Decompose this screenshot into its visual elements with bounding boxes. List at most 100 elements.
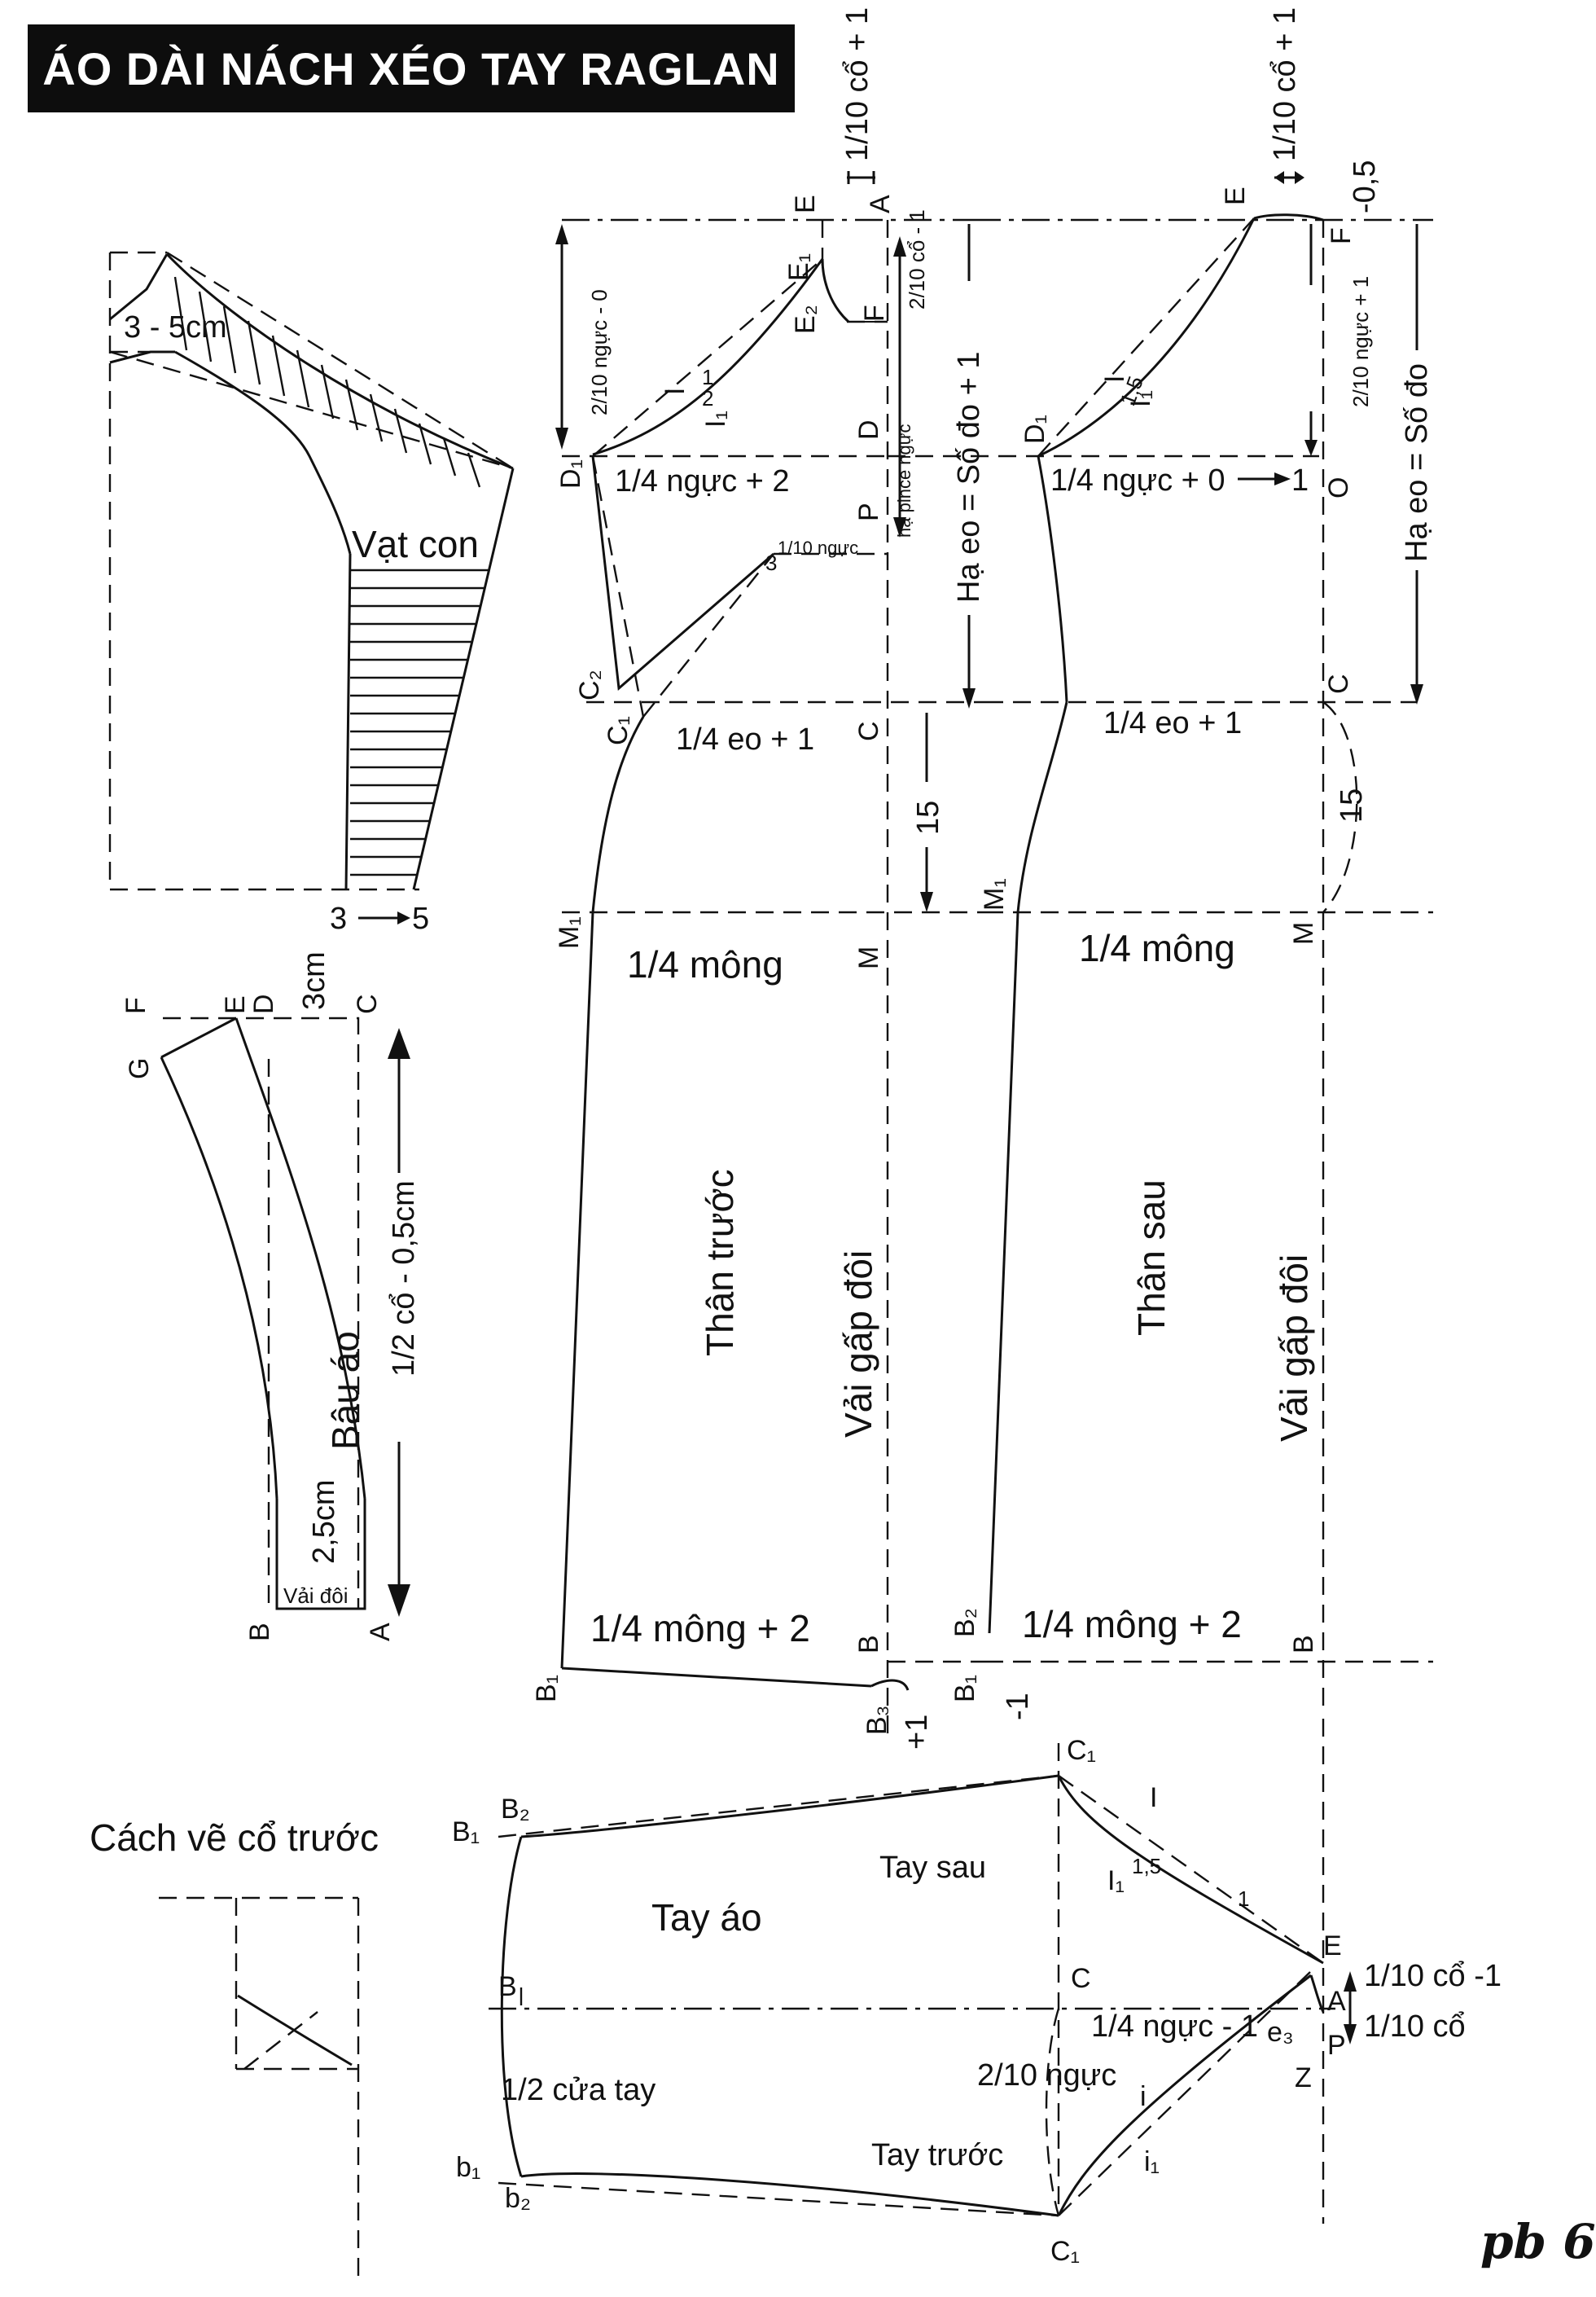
front-point-b3: B₃ (862, 1705, 892, 1735)
sleeve-chest2-note: 2/10 ngực (977, 2058, 1116, 2093)
back-hem: 1/4 mông + 2 (1022, 1603, 1242, 1645)
collar-point-d: D (248, 994, 279, 1014)
back-neck-width: 1/10 cổ + 1 (1268, 7, 1302, 161)
back-chest: 1/4 ngực + 0 (1050, 463, 1226, 498)
back-point-d1: D₁ (1019, 415, 1050, 444)
back-point-m: M (1288, 922, 1319, 945)
front-body-piece: 1/10 cổ + 1 2/10 cổ - 1 2/10 ngực - 0 1/… (531, 7, 986, 1750)
collar-length-note: 1/2 cổ - 0,5cm (387, 1180, 421, 1377)
neck-guide: Cách vẽ cổ trước (90, 1816, 379, 2281)
vat-con-width-note: 3 - 5cm (124, 310, 227, 345)
front-waist-depth: Hạ eo = Số đo + 1 (952, 352, 986, 603)
front-point-e1: E₁ (783, 253, 814, 281)
back-body-piece: 1/10 cổ + 1 -0,5 2/10 ngực + 1 Hạ eo = S… (888, 7, 1434, 1720)
collar-width-note: 2,5cm (307, 1480, 341, 1564)
back-point-b1: B₁ (949, 1675, 980, 1702)
vat-con-bottom-to: 5 (412, 902, 429, 936)
sleeve-neck-a: 1/10 cổ -1 (1364, 1959, 1502, 1993)
hatch-line (442, 437, 457, 477)
collar-point-c: C (352, 994, 383, 1014)
collar-point-e: E (220, 995, 251, 1014)
front-point-d1: D₁ (555, 459, 586, 489)
back-point-f: F (1326, 227, 1357, 244)
front-point-b: B (853, 1635, 884, 1654)
hatch-line (467, 452, 481, 488)
collar-point-a: A (365, 1623, 396, 1641)
hatch-line (198, 291, 213, 362)
sleeve-back-label: Tay sau (879, 1851, 986, 1885)
front-neck-depth: 2/10 cổ - 1 (905, 209, 929, 310)
collar-top-note: 3cm (297, 951, 331, 1010)
front-point-f: F (859, 305, 890, 322)
front-dart-width: 1/10 ngực (778, 538, 858, 558)
sleeve-point-e3: e₃ (1267, 2017, 1294, 2048)
front-point-i1: I₁ (700, 411, 731, 428)
back-waist-depth: Hạ eo = Số đo (1400, 363, 1434, 562)
front-point-c2: C₂ (574, 670, 605, 701)
hatch-line (418, 423, 432, 465)
sleeve-point-b: B (498, 1971, 517, 2002)
front-dart-depth: hạ pince ngực (894, 424, 914, 538)
front-point-i: I (660, 388, 691, 395)
front-point-b1: B₁ (531, 1675, 562, 1702)
front-hip-gap: 15 (911, 801, 945, 835)
sleeve-point-b1: B₁ (452, 1816, 480, 1847)
back-neck-drop: -0,5 (1348, 160, 1382, 213)
neck-guide-label: Cách vẽ cổ trước (90, 1816, 379, 1859)
front-body-label: Thân trước (699, 1169, 741, 1356)
hatch-line (296, 349, 310, 408)
sleeve-point-small-i1: i₁ (1144, 2146, 1160, 2177)
back-fold-label: Vải gấp đôi (1273, 1254, 1315, 1442)
front-point-e: E (790, 195, 821, 213)
front-chest: 1/4 ngực + 2 (615, 464, 790, 498)
sleeve-point-b2: B₂ (501, 1794, 530, 1825)
front-shoulder-depth: 2/10 ngực - 0 (587, 289, 612, 415)
front-hem: 1/4 mông + 2 (590, 1607, 810, 1649)
front-point-a: A (865, 195, 896, 213)
back-chest-mark: 1 (1291, 463, 1309, 498)
sleeve-point-small-b1: b₁ (456, 2152, 480, 2183)
front-point-m: M (853, 946, 884, 969)
sleeve-point-p: P (1327, 2030, 1346, 2061)
hatch-line (369, 393, 384, 442)
hatch-line (271, 335, 286, 397)
sleeve-slope: 1,5 (1132, 1854, 1161, 1878)
collar-point-g: G (124, 1058, 155, 1079)
collar-piece: 1/2 cổ - 0,5cm Bâu áo 2,5cm Vải đôi 3cm … (121, 951, 421, 1641)
sleeve-front-label: Tay trước (871, 2138, 1003, 2172)
sleeve-slope-mark: 1 (1238, 1886, 1249, 1911)
sleeve-point-a: A (1327, 1986, 1346, 2017)
front-point-c: C (853, 721, 884, 741)
sleeve-point-c: C (1071, 1963, 1091, 1994)
back-point-i1: I₁ (1125, 390, 1156, 407)
hatch-line (320, 364, 335, 419)
vat-con-label: Vạt con (352, 523, 479, 565)
collar-label: Bâu áo (324, 1331, 366, 1450)
front-dart-mark-3: 3 (765, 551, 777, 575)
page-title: ÁO DÀI NÁCH XÉO TAY RAGLAN (42, 42, 780, 94)
front-fold-label: Vải gấp đôi (837, 1250, 879, 1438)
front-slope-mark-1: 1 (702, 365, 713, 389)
back-point-o: O (1323, 477, 1354, 498)
collar-point-f: F (121, 997, 151, 1014)
back-point-m1: M₁ (979, 878, 1010, 911)
back-point-i: I (1099, 376, 1130, 383)
hatch-line (393, 408, 408, 454)
sleeve-label: Tay áo (651, 1896, 762, 1939)
back-hip-gap: 15 (1335, 788, 1369, 823)
hatch-line (173, 276, 188, 351)
hatch-line (344, 379, 359, 431)
vat-con-hatching (173, 276, 489, 876)
front-point-c1: C₁ (603, 716, 634, 745)
sleeve-point-i1: I₁ (1107, 1865, 1125, 1896)
back-body-label: Thân sau (1130, 1179, 1173, 1336)
front-point-e2: E₂ (790, 305, 821, 334)
collar-point-b: B (244, 1623, 275, 1641)
front-slope-mark-2: 2 (702, 386, 713, 411)
sleeve-point-i: I (1150, 1782, 1157, 1813)
front-waist: 1/4 eo + 1 (676, 722, 814, 757)
back-shoulder-depth: 2/10 ngực + 1 (1348, 276, 1373, 407)
sleeve-point-c1-top: C₁ (1067, 1735, 1096, 1766)
sleeve-neck-b: 1/10 cổ (1364, 2009, 1466, 2044)
